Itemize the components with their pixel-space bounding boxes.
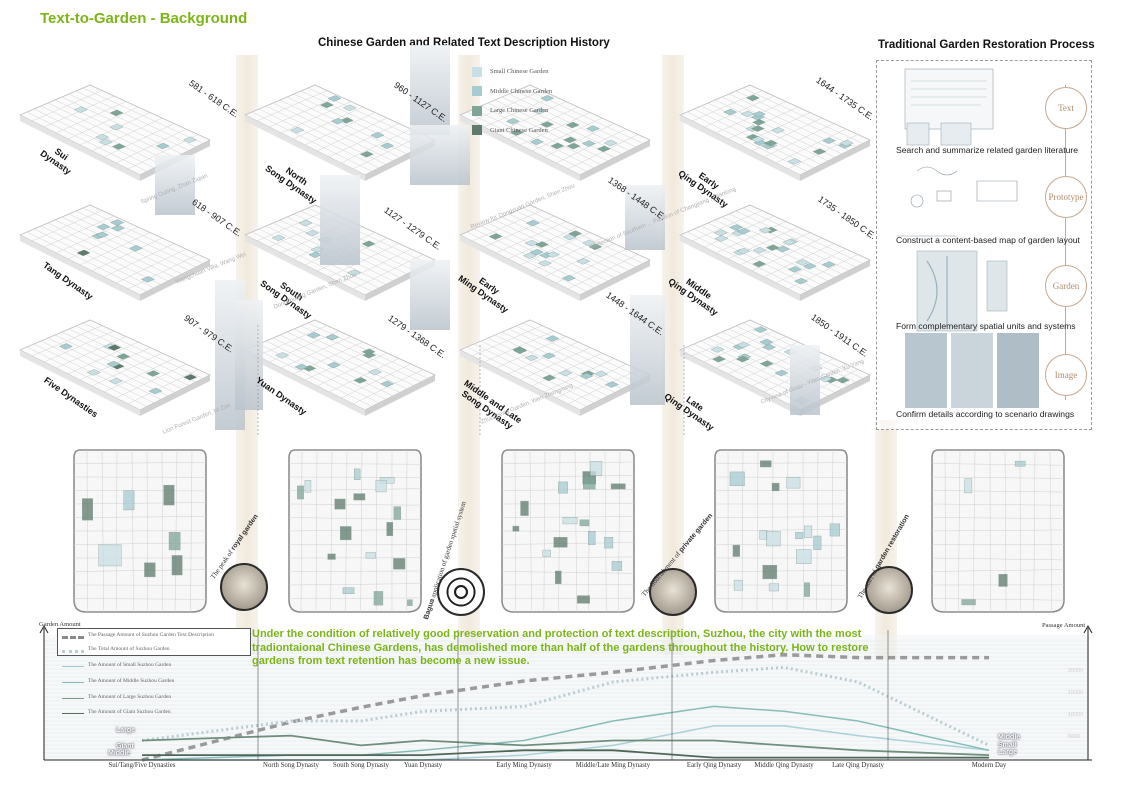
y2-tick-label: 5000 xyxy=(1068,734,1081,740)
legend-item: Large Chinese Garden xyxy=(472,101,552,121)
milestone-private-garden-image xyxy=(649,568,697,616)
step-caption-text: Search and summarize related garden lite… xyxy=(896,145,1078,155)
dynasty-iso-map xyxy=(19,204,211,301)
legend-label: The Amount of Small Suzhou Garden xyxy=(88,662,172,668)
series-inline-label: Middle xyxy=(108,750,131,757)
garden-size-legend: Small Chinese Garden Middle Chinese Gard… xyxy=(472,62,552,140)
painting-strip xyxy=(235,300,263,410)
painting-strip xyxy=(790,345,820,415)
legend-label: Giant Chinese Garden xyxy=(490,126,548,134)
series-inline-label: Middle xyxy=(998,734,1021,741)
x-tick-label: Early Ming Dynasty xyxy=(496,762,552,769)
legend-swatch xyxy=(62,698,84,699)
painting-strip xyxy=(625,185,665,250)
x-tick-label: South Song Dynasty xyxy=(333,762,389,769)
legend-item: Giant Chinese Garden xyxy=(472,121,552,141)
suzhou-city-plan xyxy=(714,449,848,613)
legend-label: Large Chinese Garden xyxy=(490,107,549,115)
x-tick-label: Early Qing Dynasty xyxy=(686,762,742,769)
legend-swatch xyxy=(472,105,482,116)
milestone-royal-garden-image xyxy=(220,563,268,611)
step-caption-prototype: Construct a content-based map of garden … xyxy=(896,235,1080,245)
dynasty-iso-map xyxy=(19,319,211,416)
series-line-2 xyxy=(141,665,990,747)
y2-tick-label: 20000 xyxy=(1068,668,1084,674)
painting-strip xyxy=(410,260,450,330)
painting-strip xyxy=(155,155,195,215)
dynasty-iso-map xyxy=(19,84,211,181)
legend-swatch xyxy=(62,713,84,714)
milestone-garden-restoration-image xyxy=(865,566,913,614)
legend-swatch xyxy=(62,666,84,667)
dynasty-iso-map xyxy=(679,319,871,416)
page-title: Text-to-Garden - Background xyxy=(40,10,248,27)
legend-swatch xyxy=(472,125,482,136)
painting-strip xyxy=(410,125,470,185)
legend-label: The Amount of Middle Suzhou Garden xyxy=(88,678,175,684)
y2-axis-arrow xyxy=(1083,624,1093,634)
legend-item: Small Chinese Garden xyxy=(472,62,552,82)
step-caption-image: Confirm details according to scenario dr… xyxy=(896,409,1075,419)
city-plan-maps xyxy=(73,449,1065,613)
dynasty-iso-map xyxy=(459,204,651,301)
x-tick-label: North Song Dynasty xyxy=(263,762,319,769)
dynasty-iso-map xyxy=(679,84,871,181)
legend-swatch xyxy=(472,86,482,97)
bagua-icon xyxy=(437,568,485,616)
history-heading: Chinese Garden and Related Text Descript… xyxy=(318,37,610,49)
x-tick-label: Sui/Tang/Five Dynasties xyxy=(108,762,176,769)
chart-legend-box xyxy=(57,628,251,656)
step-prototype-icon: Prototype xyxy=(1045,176,1087,218)
step-caption-garden: Form complementary spatial units and sys… xyxy=(896,321,1076,331)
x-tick-label: Late Qing Dynasty xyxy=(832,762,884,769)
x-tick-label: Middle/Late Ming Dynasty xyxy=(575,762,651,769)
legend-swatch xyxy=(62,682,84,683)
problem-statement: Under the condition of relatively good p… xyxy=(252,628,869,667)
painting-strip xyxy=(410,45,450,135)
x-tick-label: Yuan Dynasty xyxy=(403,762,443,769)
series-inline-label: Large xyxy=(998,749,1018,756)
step-garden-icon: Garden xyxy=(1045,265,1087,307)
restoration-sketches xyxy=(897,68,1039,408)
legend-label: Middle Chinese Garden xyxy=(490,87,553,95)
dynasty-iso-map xyxy=(244,319,436,416)
series-inline-label: Giant xyxy=(116,743,134,750)
series-inline-label: Large xyxy=(116,727,136,734)
painting-strip xyxy=(630,295,665,405)
suzhou-city-plan xyxy=(288,449,422,613)
legend-swatch xyxy=(62,636,84,639)
suzhou-city-plan xyxy=(501,449,635,613)
legend-label: Small Chinese Garden xyxy=(490,68,549,76)
restoration-heading: Traditional Garden Restoration Process xyxy=(878,39,1095,51)
legend-item: Middle Chinese Garden xyxy=(472,82,552,102)
y-axis-label: Garden Amount xyxy=(39,621,81,628)
legend-label: The Amount of Large Suzhou Garden xyxy=(88,694,172,700)
y2-tick-label: 15000 xyxy=(1068,690,1084,696)
dynasty-iso-map xyxy=(679,204,871,301)
series-line-5 xyxy=(141,734,990,756)
step-image-icon: Image xyxy=(1045,354,1087,396)
y2-axis-label: Passage Amount xyxy=(1042,622,1086,629)
dynasty-map-grid xyxy=(19,45,871,435)
timeline-band-3 xyxy=(662,55,684,655)
series-line-1 xyxy=(141,652,989,762)
legend-swatch xyxy=(472,66,482,77)
x-tick-label: Middle Qing Dynasty xyxy=(754,762,814,769)
dynasty-iso-map xyxy=(459,84,651,181)
painting-strip xyxy=(320,175,360,265)
legend-swatch xyxy=(62,650,84,653)
x-tick-label: Modern Day xyxy=(971,762,1007,769)
suzhou-city-plan xyxy=(73,449,207,613)
process-connector xyxy=(1065,85,1066,400)
step-text-icon: Text xyxy=(1045,87,1087,129)
suzhou-city-plan xyxy=(931,449,1065,613)
legend-label: The Passage Amount of Suzhou Garden Text… xyxy=(88,632,214,638)
series-line-6 xyxy=(142,749,989,759)
series-inline-label: Small xyxy=(998,742,1017,749)
y-axis-arrow xyxy=(39,624,49,634)
dynasty-iso-map xyxy=(244,84,436,181)
legend-label: The Total Amount of Suzhou Garden xyxy=(88,646,170,652)
y2-tick-label: 10000 xyxy=(1068,712,1084,718)
legend-label: The Amount of Giant Suzhou Garden xyxy=(88,709,171,715)
